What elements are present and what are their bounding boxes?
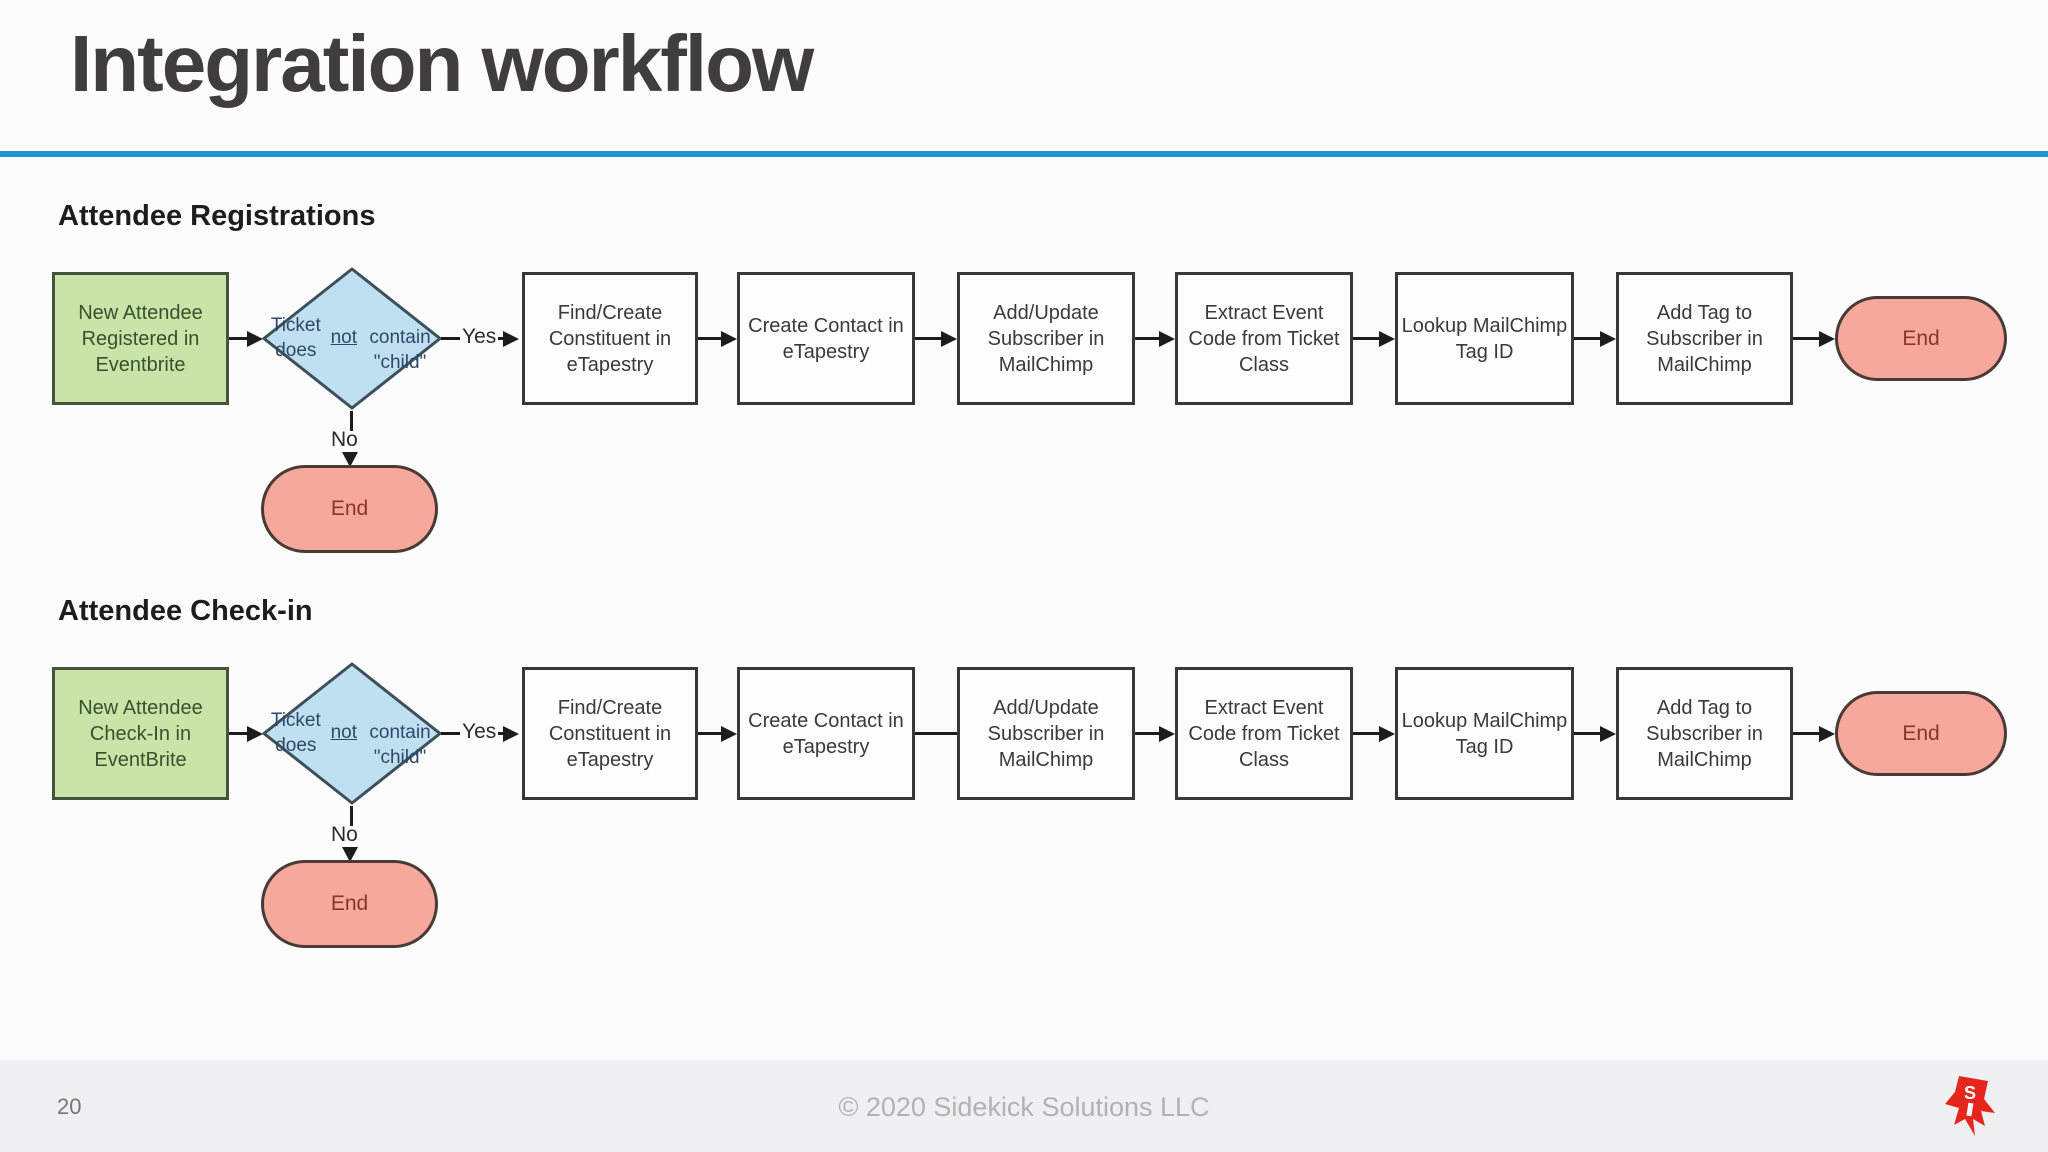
process-node: Lookup MailChimp Tag ID xyxy=(1395,272,1574,405)
page-title: Integration workflow xyxy=(70,19,814,108)
end-node: End xyxy=(261,860,438,948)
connector-line xyxy=(915,337,944,340)
decision-label: Ticket does not contain "child" xyxy=(270,709,431,768)
connector-line xyxy=(1574,732,1603,735)
connector-line xyxy=(1135,732,1162,735)
connector-line xyxy=(915,732,957,735)
arrowhead-right-icon xyxy=(1379,725,1395,742)
end-node: End xyxy=(261,465,438,553)
arrowhead-right-icon xyxy=(1600,330,1616,347)
end-node: End xyxy=(1835,691,2007,776)
process-node: Lookup MailChimp Tag ID xyxy=(1395,667,1574,800)
decision-label: Ticket does not contain "child" xyxy=(270,314,431,373)
process-node: Find/Create Constituent in eTapestry xyxy=(522,272,698,405)
slide-footer: 20 © 2020 Sidekick Solutions LLC S xyxy=(0,1060,2048,1152)
arrowhead-right-icon xyxy=(1600,725,1616,742)
process-node: Extract Event Code from Ticket Class xyxy=(1175,667,1353,800)
arrowhead-right-icon xyxy=(1819,725,1835,742)
connector-line xyxy=(1135,337,1162,340)
arrowhead-right-icon xyxy=(1159,725,1175,742)
connector-line xyxy=(698,732,724,735)
arrowhead-right-icon xyxy=(247,725,263,742)
arrowhead-down-icon xyxy=(342,847,358,862)
connector-line xyxy=(1574,337,1603,340)
process-node: Add/Update Subscriber in MailChimp xyxy=(957,272,1135,405)
no-branch-label: No xyxy=(331,823,358,846)
arrowhead-right-icon xyxy=(503,725,519,742)
yes-branch-label: Yes xyxy=(460,720,499,744)
connector-line xyxy=(229,732,249,735)
svg-text:S: S xyxy=(1964,1083,1976,1103)
connector-line xyxy=(350,806,353,826)
no-branch-label: No xyxy=(331,428,358,451)
connector-line xyxy=(1353,337,1382,340)
yes-branch-label: Yes xyxy=(460,325,499,349)
connector-line xyxy=(1793,337,1822,340)
decision-node: Ticket does not contain "child" xyxy=(261,661,443,806)
page-number: 20 xyxy=(57,1094,82,1119)
decision-node: Ticket does not contain "child" xyxy=(261,266,443,411)
arrowhead-right-icon xyxy=(941,330,957,347)
copyright-text: © 2020 Sidekick Solutions LLC xyxy=(838,1092,1210,1122)
process-node: Extract Event Code from Ticket Class xyxy=(1175,272,1353,405)
process-node: Find/Create Constituent in eTapestry xyxy=(522,667,698,800)
connector-line xyxy=(698,337,724,340)
connector-line xyxy=(1793,732,1822,735)
arrowhead-right-icon xyxy=(247,330,263,347)
arrowhead-right-icon xyxy=(721,725,737,742)
flow-heading: Attendee Check-in xyxy=(58,595,313,627)
process-node: Add Tag to Subscriber in MailChimp xyxy=(1616,272,1793,405)
flow-heading: Attendee Registrations xyxy=(58,200,376,232)
connector-line xyxy=(1353,732,1382,735)
arrowhead-right-icon xyxy=(721,330,737,347)
sidekick-logo-icon: S xyxy=(1942,1074,1998,1138)
process-node: Create Contact in eTapestry xyxy=(737,272,915,405)
arrowhead-right-icon xyxy=(1159,330,1175,347)
arrowhead-down-icon xyxy=(342,452,358,467)
arrowhead-right-icon xyxy=(1379,330,1395,347)
diamond-shape xyxy=(261,267,443,410)
start-node: New Attendee Check-In in EventBrite xyxy=(52,667,229,800)
process-node: Add/Update Subscriber in MailChimp xyxy=(957,667,1135,800)
arrowhead-right-icon xyxy=(1819,330,1835,347)
process-node: Create Contact in eTapestry xyxy=(737,667,915,800)
end-node: End xyxy=(1835,296,2007,381)
connector-line xyxy=(350,411,353,431)
process-node: Add Tag to Subscriber in MailChimp xyxy=(1616,667,1793,800)
start-node: New Attendee Registered in Eventbrite xyxy=(52,272,229,405)
arrowhead-right-icon xyxy=(503,330,519,347)
connector-line xyxy=(229,337,249,340)
diamond-shape xyxy=(261,662,443,805)
accent-divider xyxy=(0,151,2048,157)
